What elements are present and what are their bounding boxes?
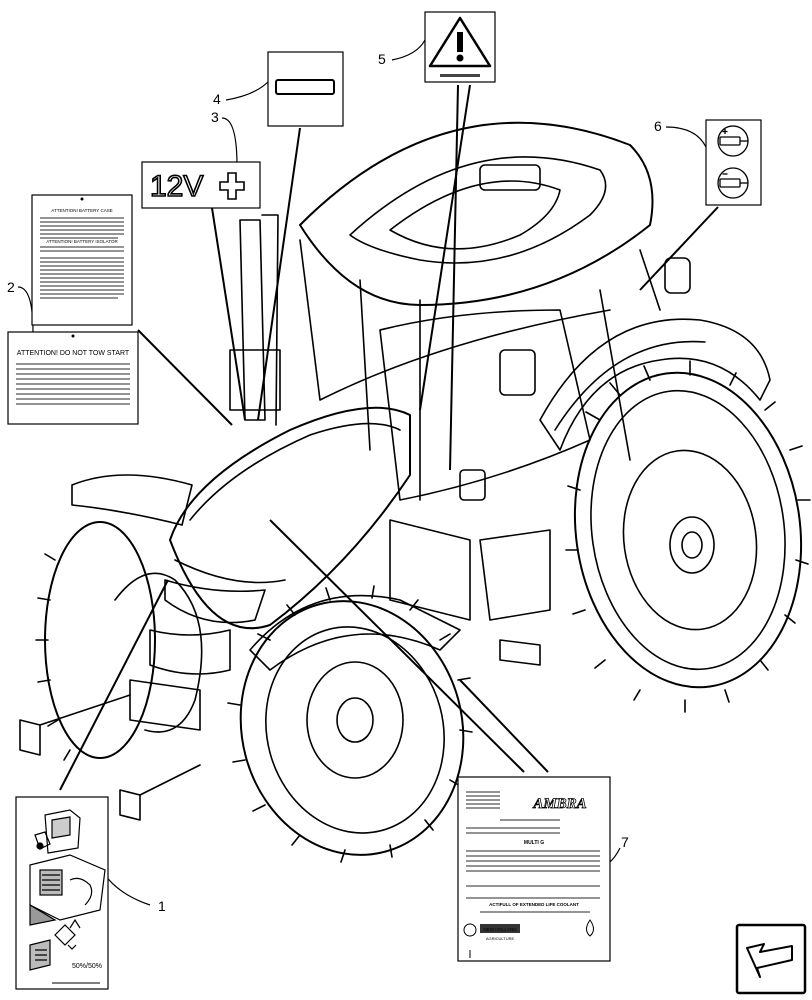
warning-decal (424, 11, 496, 83)
rear-right-wheel (565, 360, 811, 713)
front-fender (249, 594, 461, 671)
engine-pictogram-icon (29, 854, 106, 926)
plus-terminal-icon (219, 172, 245, 200)
battery-card-top-title: ATTENTION! BATTERY CASE (51, 208, 112, 213)
left-fender (71, 474, 193, 526)
callout-1: 1 (158, 898, 166, 914)
front-right-wheel (227, 585, 473, 863)
voltage-decal: 12V (141, 161, 261, 209)
leader-lines (59, 84, 719, 791)
cab-roof (299, 121, 654, 306)
tractor-illustration (19, 121, 811, 863)
fuel-tank (389, 519, 551, 666)
callout-2: 2 (7, 279, 15, 295)
callout-6: 6 (654, 118, 662, 134)
coolant-brand: AMBRA (532, 796, 586, 812)
coolant-footer-sub: AGRICULTURE (486, 936, 515, 941)
warning-triangle-icon (428, 16, 492, 68)
coolant-label-decal: AMBRA MULTI G ACTIFULL OF EXTENDED LIFE … (457, 776, 611, 962)
coolant-pictogram-icon (29, 918, 81, 971)
rear-left-wheel (35, 521, 156, 761)
maintenance-pictogram-decal: 50%/50% (15, 796, 109, 990)
coolant-footer: NEW HOLLAND AGRICULTURE (463, 919, 594, 958)
voltage-label: 12V (150, 170, 203, 203)
callout-7: 7 (621, 834, 629, 850)
battery-warning-decal: ATTENTION! BATTERY CASE ATTENTION! BATTE… (7, 194, 139, 425)
manual-card-ratio: 50%/50% (72, 963, 102, 970)
drop-icon (586, 919, 594, 937)
cab-frame (299, 239, 661, 501)
rear-fender (539, 318, 771, 451)
callout-3: 3 (211, 109, 219, 125)
front-hitch (19, 694, 201, 821)
front-grill (129, 629, 231, 731)
manual-book-icon (34, 809, 81, 854)
callout-4: 4 (213, 91, 221, 107)
minus-decal (267, 51, 344, 127)
coolant-product: MULTI G (524, 840, 544, 846)
callouts (17, 39, 707, 906)
tow-card-title: ATTENTION! DO NOT TOW START (17, 350, 130, 357)
navigation-arrow-icon[interactable] (746, 943, 793, 978)
exhaust-pipe (239, 214, 279, 426)
coolant-footer-brand: NEW HOLLAND (483, 927, 517, 932)
battery-card-mid-title: ATTENTION! BATTERY ISOLATOR (46, 239, 118, 244)
front-left-wheel (114, 572, 203, 733)
next-page-button[interactable] (735, 923, 807, 995)
minus-terminal-icon (275, 79, 335, 95)
callout-5: 5 (378, 51, 386, 67)
battery-terminal-icon (717, 125, 749, 199)
coolant-banner: ACTIFULL OF EXTENDED LIFE COOLANT (489, 902, 579, 907)
battery-card-text-lines (40, 217, 124, 252)
battery-terminal-decal (705, 119, 762, 206)
tow-card-text-lines (16, 363, 130, 405)
hood (164, 406, 411, 630)
